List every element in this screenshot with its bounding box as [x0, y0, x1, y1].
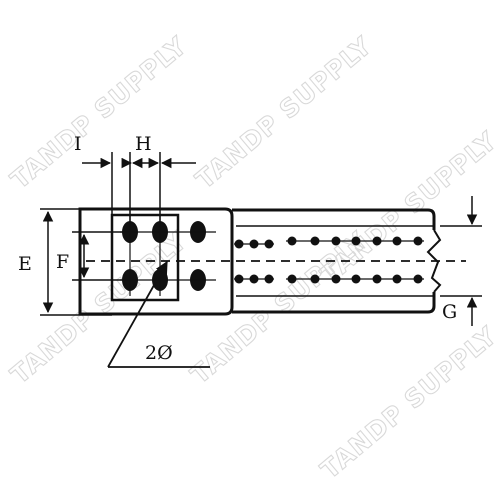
- cable-barrel: [232, 208, 442, 314]
- dimension-g: [440, 196, 482, 326]
- label-f: F: [56, 251, 69, 273]
- lug-body-outline: [78, 207, 234, 316]
- watermark-6: TANDP SUPPLY: [315, 321, 500, 485]
- watermark-5: TANDP SUPPLY: [185, 226, 372, 390]
- hole-callout-leader: [107, 260, 210, 368]
- label-h: H: [135, 133, 152, 155]
- label-hole-diameter: 2Ø: [145, 342, 173, 364]
- hole-crosshairs: [120, 216, 216, 296]
- dimension-i-h: [82, 152, 196, 222]
- dimension-e: [40, 208, 112, 316]
- watermark-4: TANDP SUPPLY: [5, 226, 192, 390]
- barrel-dot-lines: [234, 240, 424, 280]
- label-i: I: [74, 133, 82, 155]
- dimension-f: [72, 231, 122, 281]
- label-g: G: [442, 301, 457, 323]
- label-e: E: [18, 253, 32, 275]
- watermark-2: TANDP SUPPLY: [190, 31, 377, 195]
- watermark-1: TANDP SUPPLY: [5, 31, 192, 195]
